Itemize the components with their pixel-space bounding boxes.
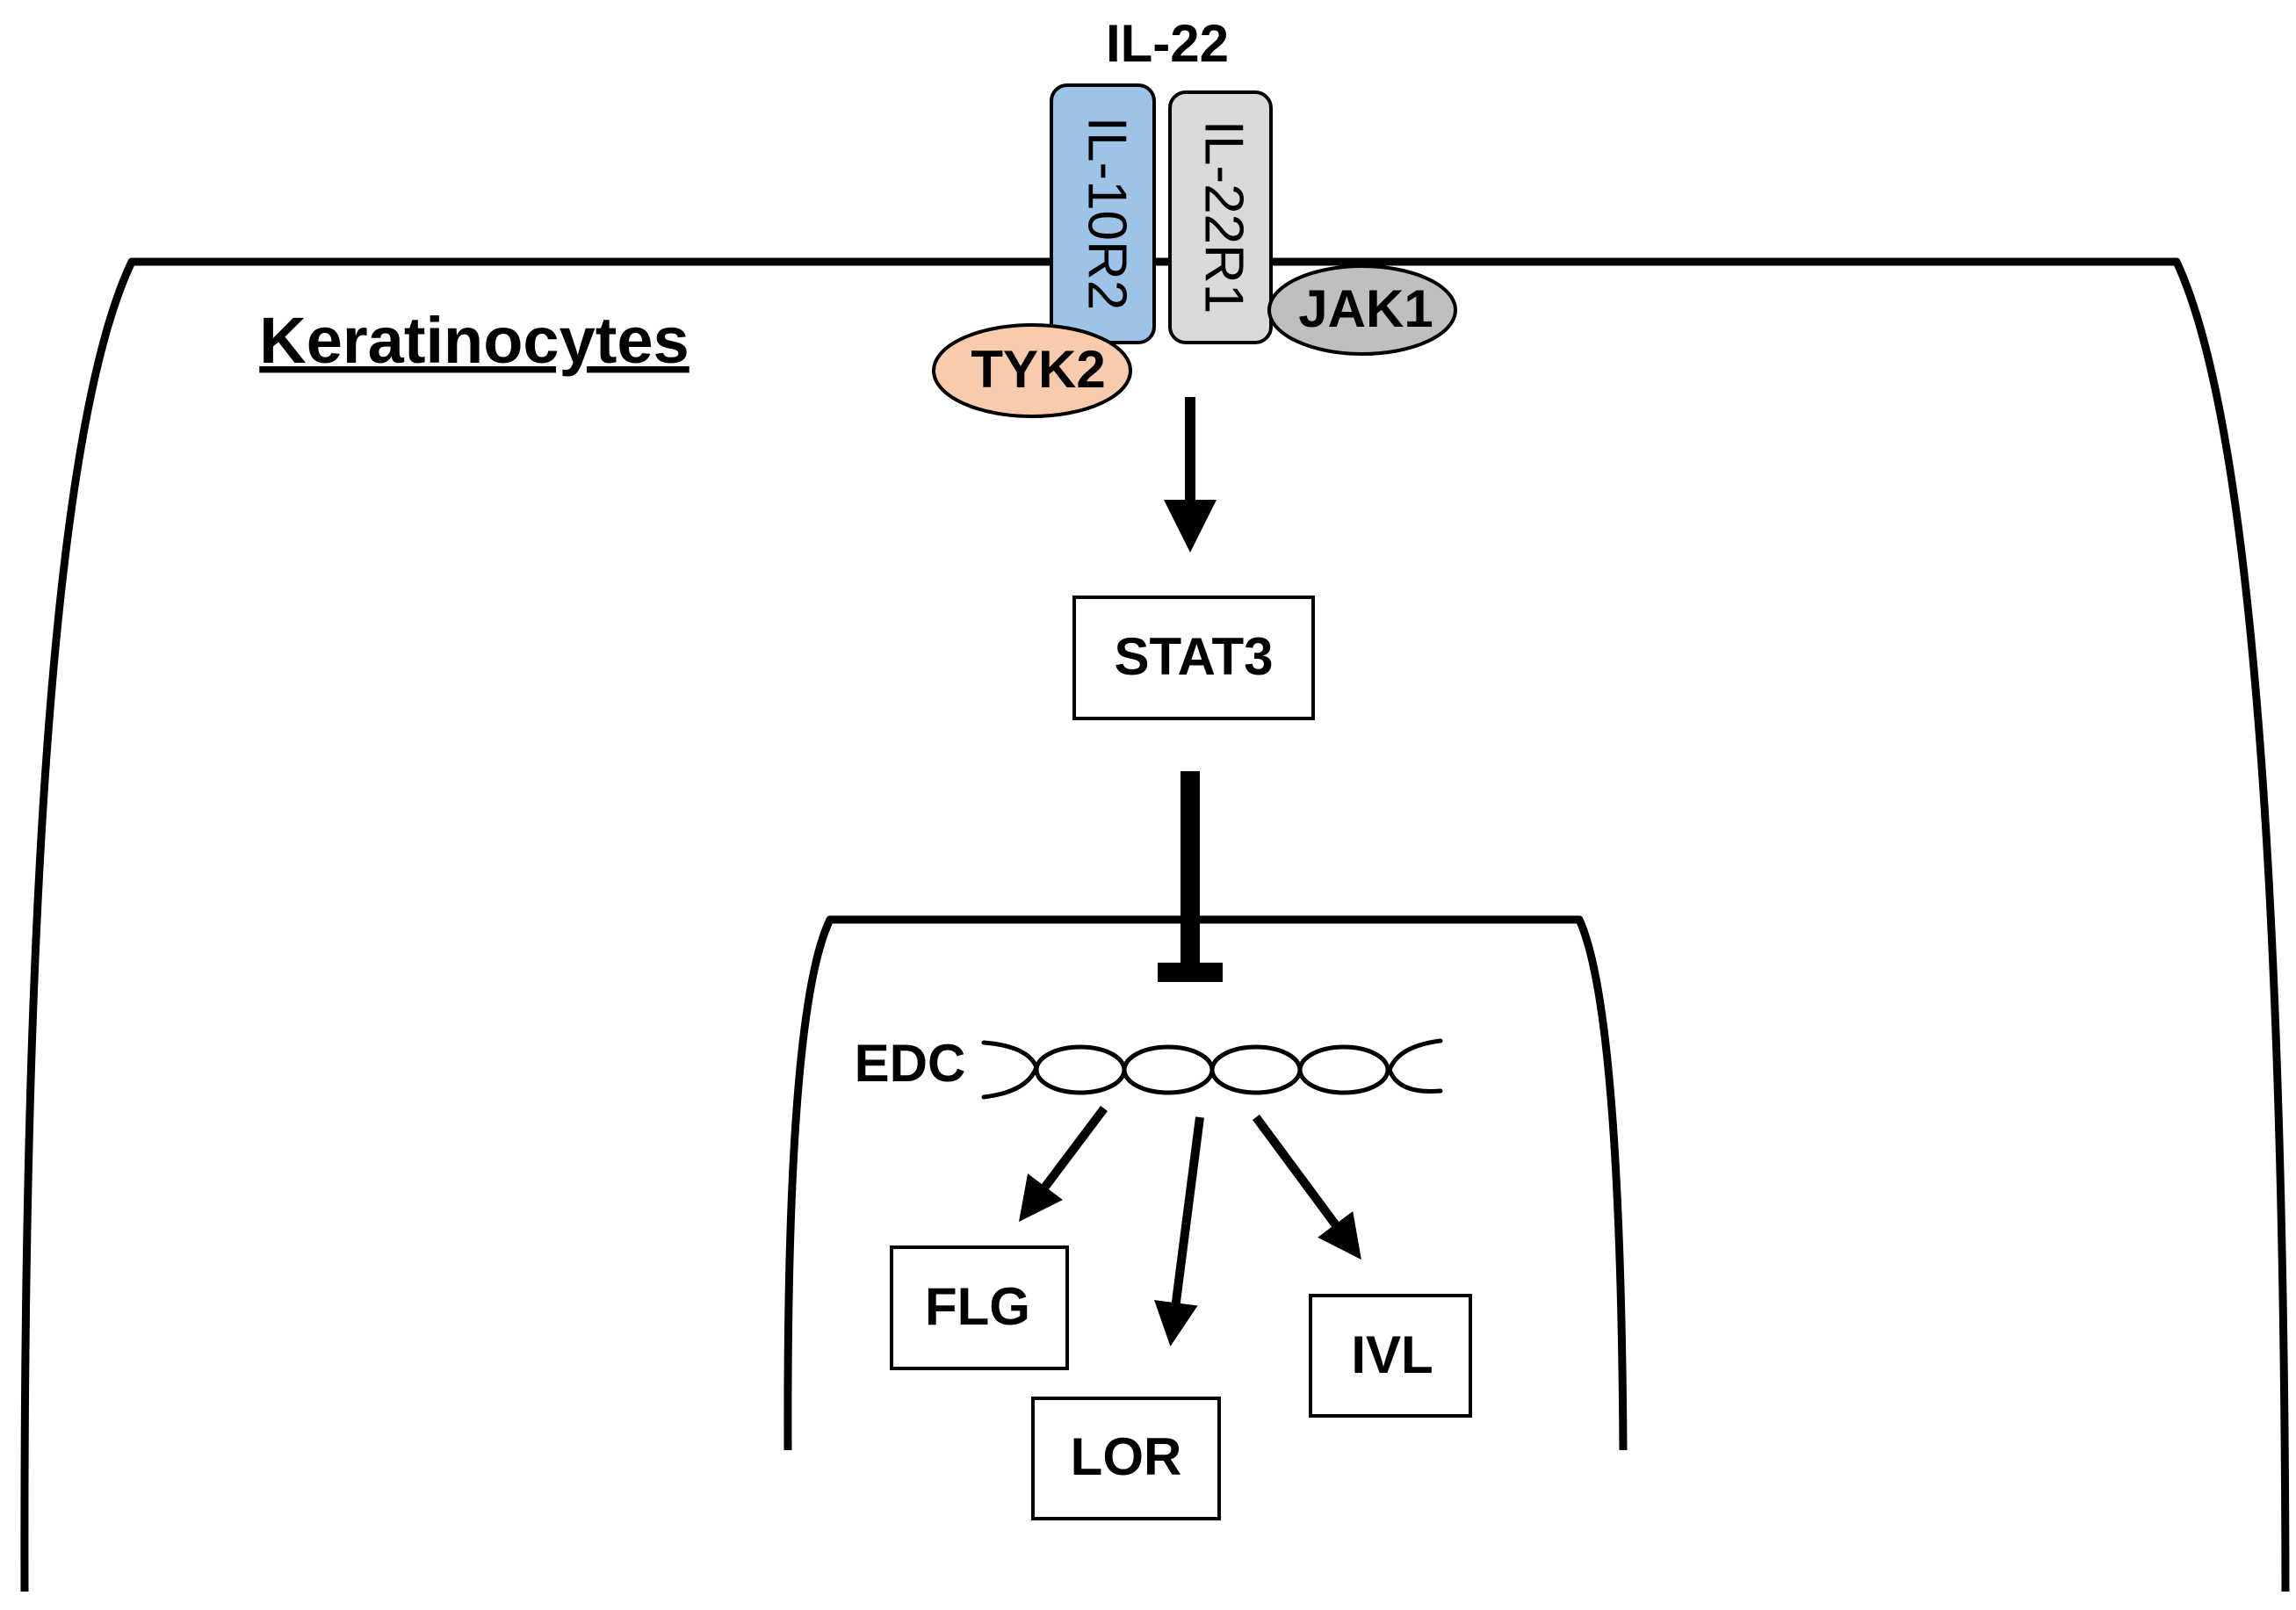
edc-chromatin bbox=[981, 1038, 1443, 1100]
gene-flg-box bbox=[890, 1245, 1069, 1370]
cell-label: Keratinocytes bbox=[259, 304, 689, 377]
receptor-il22r1 bbox=[1168, 90, 1273, 344]
nucleus-membrane bbox=[783, 915, 1628, 1451]
gene-flg-label: FLG bbox=[925, 1277, 1030, 1336]
edc-label: EDC bbox=[855, 1034, 966, 1093]
cell-membrane bbox=[20, 257, 2290, 1592]
gene-lor-box bbox=[1031, 1397, 1221, 1520]
gene-ivl-label: IVL bbox=[1351, 1325, 1433, 1384]
stat3-label: STAT3 bbox=[1114, 627, 1273, 686]
arrow-edc-to-lor bbox=[1154, 1116, 1204, 1346]
arrow-edc-to-ivl bbox=[1252, 1115, 1361, 1260]
kinase-jak1 bbox=[1267, 264, 1457, 356]
inhibition-stat3-to-edc bbox=[1158, 771, 1223, 982]
kinase-tyk2-label: TYK2 bbox=[971, 340, 1105, 399]
ligand-label: IL-22 bbox=[1106, 14, 1229, 73]
stat3-box bbox=[1072, 596, 1315, 720]
gene-ivl-box bbox=[1309, 1294, 1472, 1418]
arrow-edc-to-flg bbox=[1018, 1105, 1108, 1222]
receptor-il22r1-label: IL-22R1 bbox=[1194, 120, 1254, 314]
kinase-jak1-label: JAK1 bbox=[1298, 279, 1433, 338]
gene-lor-label: LOR bbox=[1071, 1427, 1182, 1486]
receptor-il10r2-label: IL-10R2 bbox=[1077, 117, 1137, 311]
kinase-tyk2 bbox=[932, 323, 1132, 418]
